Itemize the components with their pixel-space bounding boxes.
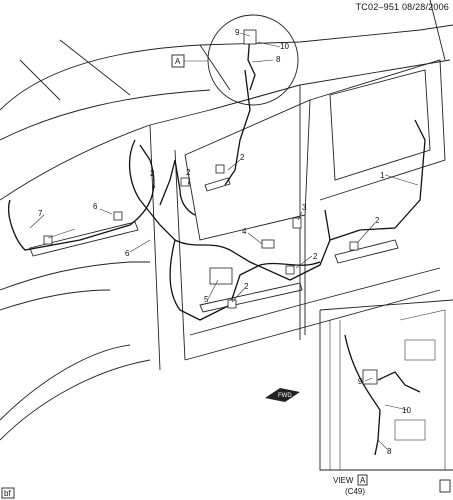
view-caption: VIEW A (C49) <box>333 474 368 496</box>
callout-5: 5 <box>204 295 209 304</box>
view-tag-letter: A <box>175 57 181 66</box>
view-a-panel <box>319 299 453 493</box>
view-callout-10: 10 <box>402 406 411 415</box>
connectors <box>43 164 378 385</box>
callout-7: 7 <box>38 209 43 218</box>
callout-2-d: 2 <box>375 216 380 225</box>
inset-callout-8: 8 <box>276 55 281 64</box>
callout-6-b: 6 <box>125 249 130 258</box>
header-label: TC02–951 08/28/2006 <box>356 2 449 12</box>
forward-arrow-label: FWD <box>278 393 292 399</box>
detail-inset: A <box>171 14 299 106</box>
wiring-harness <box>8 69 426 456</box>
corner-tag-text: bf <box>4 489 11 498</box>
corner-tag: bf <box>1 487 15 499</box>
callout-2-b: 2 <box>186 168 191 177</box>
view-caption-prefix: VIEW <box>333 476 354 485</box>
callout-1: 1 <box>380 171 385 180</box>
inset-view-callouts: 9 10 8 <box>358 377 411 456</box>
main-callouts: 1 2 2 2 2 2 2 3 4 5 6 6 7 <box>38 153 385 304</box>
view-caption-code: (C49) <box>345 487 365 496</box>
view-callout-9: 9 <box>358 377 363 386</box>
callout-2-e: 2 <box>244 282 249 291</box>
leader-lines <box>29 32 419 450</box>
doc-date: 08/28/2006 <box>401 2 449 12</box>
inset-top-callouts: 9 10 8 <box>235 28 289 64</box>
callout-2-f: 2 <box>150 169 155 178</box>
inset-callout-10: 10 <box>280 42 289 51</box>
callout-2-c: 2 <box>313 252 318 261</box>
doc-id: TC02–951 <box>355 2 400 12</box>
inset-callout-9: 9 <box>235 28 240 37</box>
callout-4: 4 <box>242 227 247 236</box>
forward-arrow: FWD <box>265 388 300 402</box>
callout-6-a: 6 <box>93 202 98 211</box>
view-caption-letter: A <box>360 476 366 485</box>
view-callout-8: 8 <box>387 447 392 456</box>
rocker-strips <box>29 177 399 313</box>
callout-2-a: 2 <box>240 153 245 162</box>
callout-3: 3 <box>302 203 307 212</box>
vehicle-body <box>0 0 453 441</box>
